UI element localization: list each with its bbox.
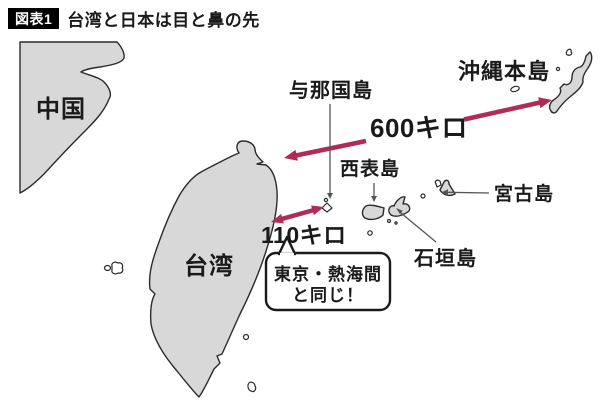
orchid-island xyxy=(247,381,257,393)
label-iriomote: 西表島 xyxy=(340,157,400,180)
penghu-islets xyxy=(103,261,124,275)
china-landmass xyxy=(19,41,125,194)
callout-bubble: 東京・熱海間 と同じ！ xyxy=(264,235,392,312)
distance-arrow-110 xyxy=(271,205,324,224)
leader-line-ishigaki xyxy=(396,208,437,243)
green-island xyxy=(242,333,250,341)
figure-title: 台湾と日本は目と鼻の先 xyxy=(67,11,260,30)
ishigaki-island xyxy=(388,196,411,217)
label-okinawa-main: 沖縄本島 xyxy=(458,59,550,84)
callout-text-line1: 東京・熱海間 xyxy=(274,264,382,284)
leader-line-miyako xyxy=(441,189,490,196)
figure-header: 図表1 台湾と日本は目と鼻の先 xyxy=(8,6,260,31)
figure-number-badge: 図表1 xyxy=(8,8,60,29)
iriomote-island xyxy=(361,204,385,221)
label-distance-110: 110キロ xyxy=(261,222,347,248)
leader-line-yonaguni xyxy=(327,104,333,199)
distance-arrow-600 xyxy=(284,97,552,161)
okinawa-island xyxy=(548,51,593,114)
label-ishigaki: 石垣島 xyxy=(413,246,477,270)
yonaguni-island xyxy=(321,197,333,213)
okinawa-islets xyxy=(510,48,573,93)
sakishima-islets xyxy=(367,193,426,236)
label-miyako: 宮古島 xyxy=(494,182,554,205)
callout-text-line2: と同じ！ xyxy=(292,286,364,305)
label-distance-600: 600キロ xyxy=(370,113,468,143)
leader-line-iriomote xyxy=(371,183,377,202)
taiwan-island xyxy=(148,140,278,398)
label-yonaguni: 与那国島 xyxy=(289,78,373,102)
label-china: 中国 xyxy=(36,96,86,123)
label-taiwan: 台湾 xyxy=(184,252,234,280)
